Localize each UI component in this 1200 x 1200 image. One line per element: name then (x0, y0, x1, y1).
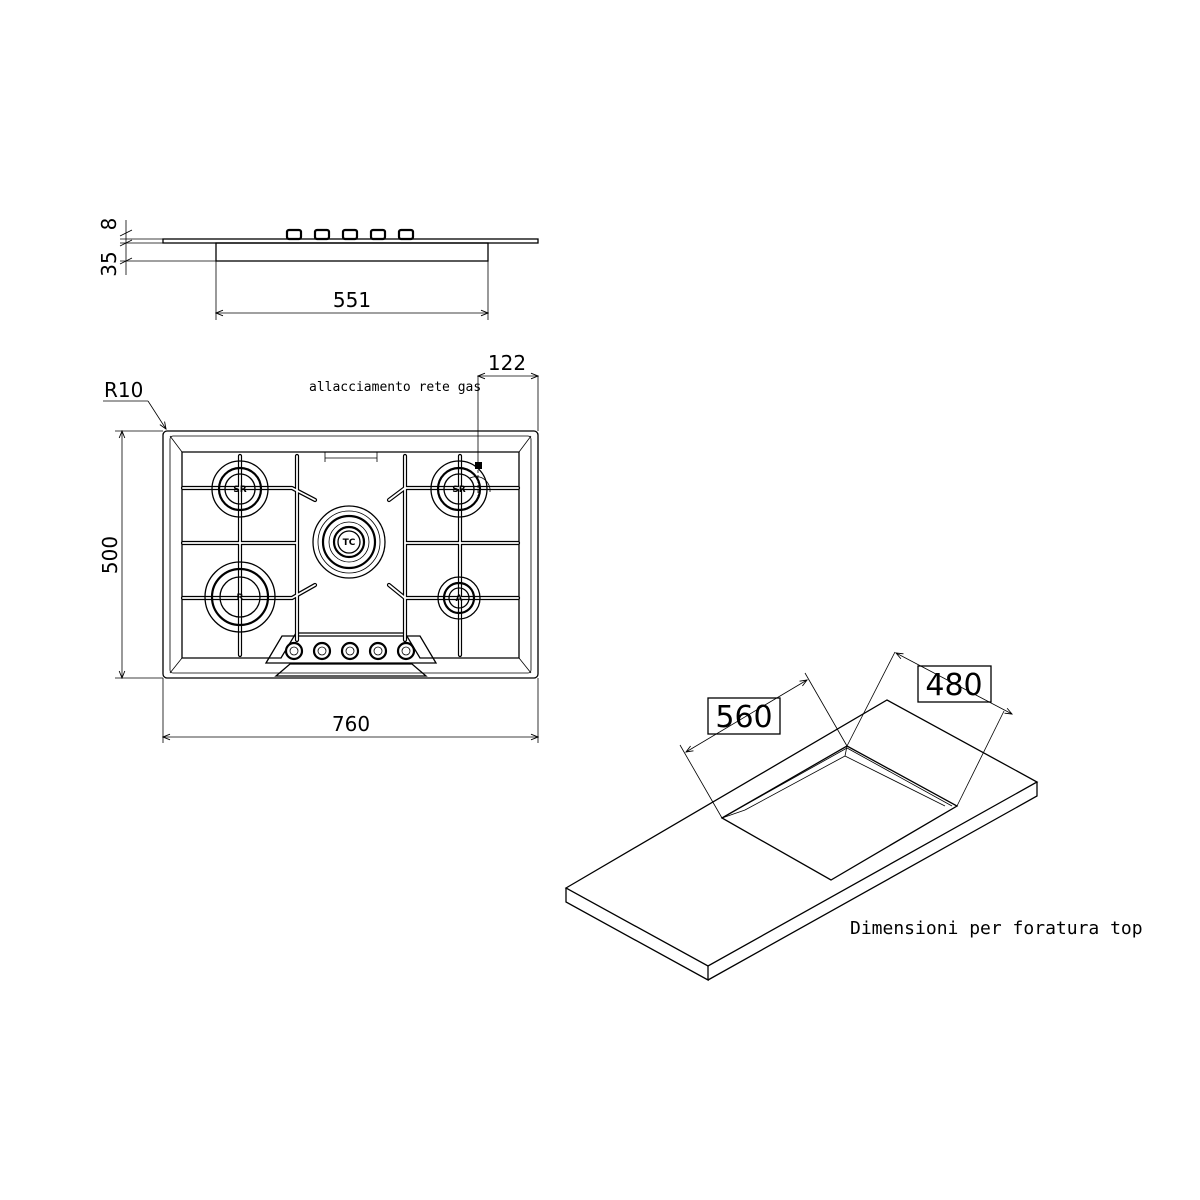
cutout-width-label: 560 (715, 700, 772, 735)
burner-r-label: R (237, 593, 244, 603)
height-label: 500 (98, 536, 122, 574)
worktop (564, 699, 1039, 982)
width-dimension: 760 (163, 678, 538, 743)
cutout-depth-dimension: 480 (846, 651, 1012, 807)
gas-offset-label: 122 (488, 351, 526, 375)
burner-sr-left-label: SR (233, 485, 246, 495)
burner-a: A (437, 576, 481, 620)
side-view-profile (162, 228, 539, 262)
burner-sr-left: SR (211, 460, 269, 518)
pan-supports (180, 453, 521, 658)
worktop-cutout-view: 560 480 Dimensioni per foratura top (564, 651, 1143, 982)
side-width-dimension: 551 (216, 261, 488, 320)
hob-frame (162, 430, 539, 679)
side-depth-dimension: 8 35 (97, 218, 216, 277)
control-knobs (284, 641, 416, 661)
burner-tc-label: TC (343, 538, 356, 548)
cutout-width-dimension: 560 (679, 672, 848, 819)
side-depth-body-label: 35 (97, 251, 121, 276)
side-width-label: 551 (333, 288, 371, 312)
cutout-depth-label: 480 (925, 668, 982, 703)
burner-tc: TC (312, 505, 386, 579)
cutout-caption: Dimensioni per foratura top (850, 918, 1143, 939)
side-view: 8 35 551 (97, 218, 539, 320)
gas-connection: 122 allacciamento rete gas (309, 351, 538, 500)
radius-callout: R10 (103, 378, 166, 429)
burner-sr-right-label: SR (452, 485, 465, 495)
side-depth-top-label: 8 (97, 218, 121, 231)
radius-label: R10 (104, 378, 143, 402)
width-label: 760 (332, 712, 370, 736)
burner-a-label: A (456, 594, 463, 604)
height-dimension: 500 (98, 431, 163, 678)
side-view-knobs (285, 228, 415, 241)
burner-sr-right: SR (430, 460, 488, 518)
gas-connection-label: allacciamento rete gas (309, 380, 481, 395)
burner-r: R (204, 561, 276, 633)
top-view: SR R TC SR A (98, 351, 538, 743)
